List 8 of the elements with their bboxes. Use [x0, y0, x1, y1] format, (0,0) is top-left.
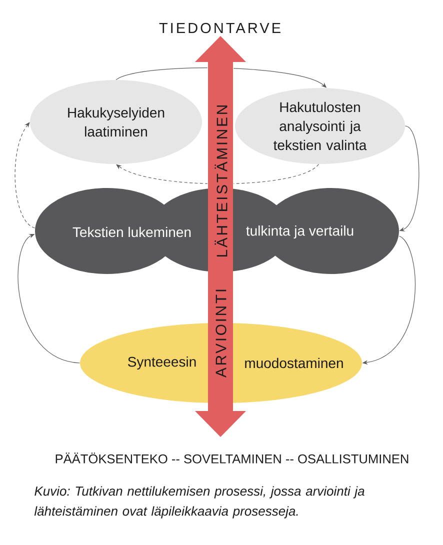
- caption: Kuvio: Tutkivan nettilukemisen prosessi, jossa arviointi ja lähteistäminen ovat läpileikkaavia prosesseja.: [34, 486, 364, 518]
- dashed-arrow: [116, 164, 319, 184]
- outcome-label: PÄÄTÖKSENTEKO -- SOVELTAMINEN -- OSALLISTUMINEN: [56, 452, 408, 464]
- node-label: tulkinta ja vertailu: [246, 225, 354, 239]
- heading-label: TIEDONTARVE: [159, 22, 280, 34]
- node-label: Tekstien lukeminen: [72, 226, 191, 238]
- dashed-arrow: [14, 122, 36, 228]
- arrow: [18, 234, 80, 364]
